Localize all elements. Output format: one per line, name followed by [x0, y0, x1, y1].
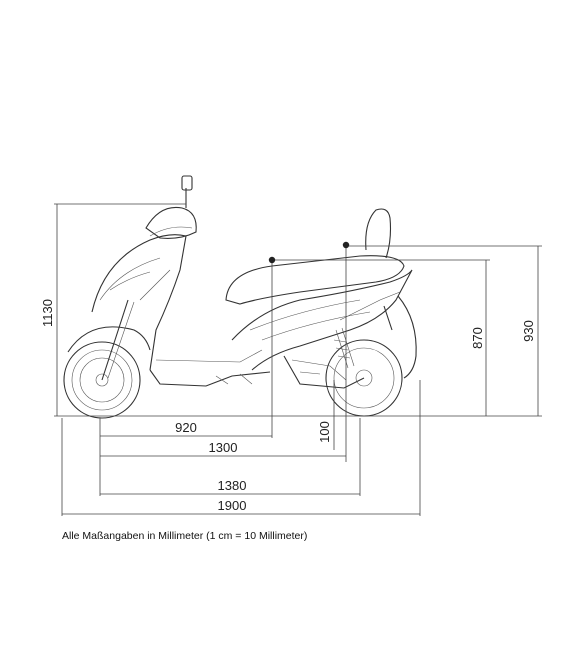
dim-wheelbase-b: 1380: [218, 478, 247, 493]
dim-seat-height-front: 870: [470, 327, 485, 349]
dim-ground-clearance: 100: [317, 421, 332, 443]
dimension-labels: 1130 930 870 100 920 1300 1380 1900: [40, 299, 536, 513]
dim-seat-height-rear: 930: [521, 320, 536, 342]
scooter-illustration: [63, 175, 417, 419]
dim-overall-height: 1130: [40, 299, 55, 327]
dim-overall-length: 1900: [218, 498, 247, 513]
units-note: Alle Maßangaben in Millimeter (1 cm = 10…: [62, 530, 308, 542]
dim-front-to-seat: 920: [175, 420, 197, 435]
dim-wheelbase-a: 1300: [209, 440, 238, 455]
dimension-lines: [54, 203, 542, 516]
